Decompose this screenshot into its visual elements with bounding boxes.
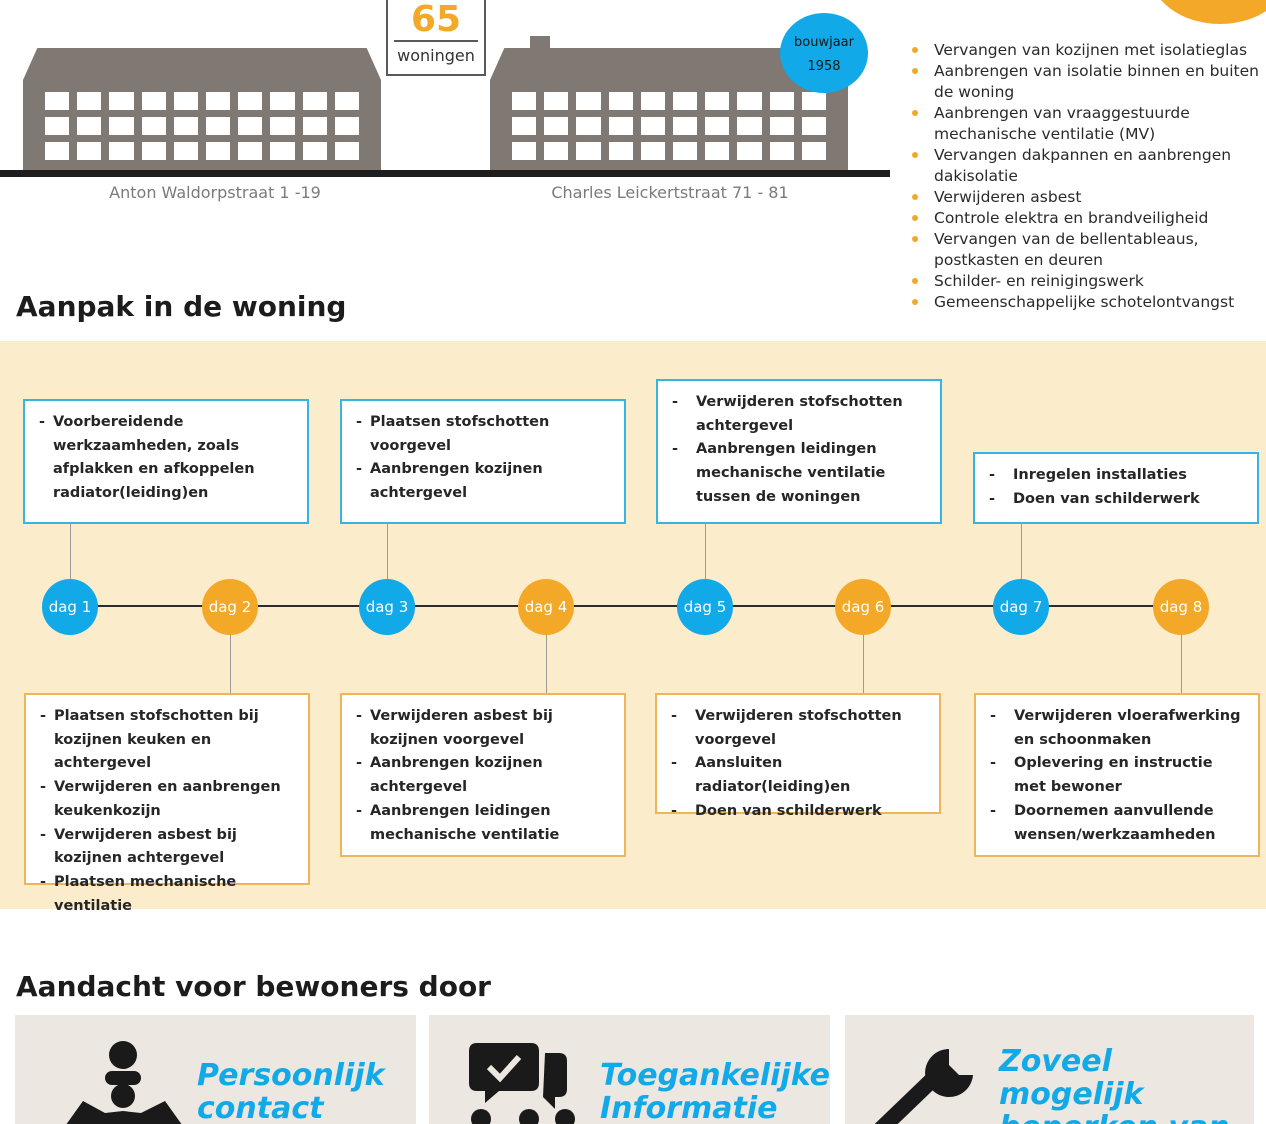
task-item: Verwijderen en aanbrengen keukenkozijn — [40, 776, 298, 823]
task-item: Doornemen aanvullende wensen/werkzaamhed… — [990, 800, 1248, 847]
task-item: Doen van schilderwerk — [671, 800, 929, 824]
task-item: Verwijderen asbest bij kozijnen achterge… — [40, 824, 298, 871]
housing-count-label: woningen — [397, 46, 475, 65]
measure-item: Aanbrengen van isolatie binnen en buiten… — [910, 61, 1262, 103]
card-title: Toegankelijke Informatie — [600, 1058, 830, 1124]
day-marker-4: dag 4 — [518, 579, 574, 635]
task-item: Aansluiten radiator(leiding)en — [671, 752, 929, 799]
measure-item: Schilder- en reinigingswerk — [910, 271, 1262, 292]
card-title: Persoonlijk contact — [197, 1058, 385, 1124]
build-year-badge: bouwjaar 1958 — [780, 13, 868, 93]
decorative-orange-circle — [1150, 0, 1266, 24]
task-item: Plaatsen stofschotten voorgevel — [356, 411, 614, 458]
task-item: Aanbrengen leidingen mechanische ventila… — [356, 800, 614, 847]
task-item: Doen van schilderwerk — [989, 488, 1247, 512]
task-item: Aanbrengen leidingen mechanische ventila… — [672, 438, 930, 509]
task-item: Aanbrengen kozijnen achtergevel — [356, 752, 614, 799]
day-7-tasks: Inregelen installaties Doen van schilder… — [973, 452, 1259, 524]
card-limit-nuisance: Zoveel mogelijk beperken van hinder — [845, 1015, 1254, 1124]
attention-heading: Aandacht voor bewoners door — [16, 970, 491, 1003]
measure-item: Aanbrengen van vraaggestuurde mechanisch… — [910, 103, 1262, 145]
measure-item: Gemeenschappelijke schotelontvangst — [910, 292, 1262, 313]
day-marker-2: dag 2 — [202, 579, 258, 635]
housing-count-box: 65 woningen — [386, 0, 486, 76]
timeline-line — [70, 605, 1182, 607]
task-item: Verwijderen vloerafwerking en schoonmake… — [990, 705, 1248, 752]
measure-item: Vervangen van kozijnen met isolatieglas — [910, 40, 1262, 61]
day-marker-1: dag 1 — [42, 579, 98, 635]
measure-item: Controle elektra en brandveiligheid — [910, 208, 1262, 229]
measure-item: Verwijderen asbest — [910, 187, 1262, 208]
day-2-tasks: Plaatsen stofschotten bij kozijnen keuke… — [24, 693, 310, 914]
wrench-icon — [875, 1049, 973, 1124]
day-8-tasks: Verwijderen vloerafwerking en schoonmake… — [974, 693, 1260, 857]
day-3-tasks: Plaatsen stofschotten voorgevel Aanbreng… — [340, 399, 626, 524]
task-item: Verwijderen stofschotten achtergevel — [672, 391, 930, 438]
housing-count: 65 — [410, 0, 462, 40]
task-item: Voorbereidende werkzaamheden, zoals afpl… — [39, 411, 297, 506]
measure-item: Vervangen van de bellentableaus, postkas… — [910, 229, 1262, 271]
build-year-label: bouwjaar — [794, 35, 854, 50]
measure-item: Vervangen dakpannen en aanbrengen dakiso… — [910, 145, 1262, 187]
building-windows — [45, 92, 359, 160]
day-5-tasks: Verwijderen stofschotten achtergevel Aan… — [656, 379, 942, 524]
task-item: Oplevering en instructie met bewoner — [990, 752, 1248, 799]
street-label-right: Charles Leickertstraat 71 - 81 — [551, 183, 789, 202]
card-accessible-information: Toegankelijke Informatie — [429, 1015, 830, 1124]
approach-heading: Aanpak in de woning — [16, 290, 347, 323]
build-year-value: 1958 — [807, 59, 841, 74]
measures-list: Vervangen van kozijnen met isolatieglas … — [910, 40, 1262, 313]
task-item: Plaatsen mechanische ventilatie — [40, 871, 298, 918]
chat-check-icon — [469, 1043, 575, 1124]
day-4-tasks: Verwijderen asbest bij kozijnen voorgeve… — [340, 693, 626, 857]
task-item: Verwijderen asbest bij kozijnen voorgeve… — [356, 705, 614, 752]
day-marker-8: dag 8 — [1153, 579, 1209, 635]
building-left-illustration — [23, 48, 381, 170]
day-marker-7: dag 7 — [993, 579, 1049, 635]
card-personal-contact: Persoonlijk contact — [15, 1015, 416, 1124]
day-marker-5: dag 5 — [677, 579, 733, 635]
task-item: Inregelen installaties — [989, 464, 1247, 488]
people-icon — [66, 1041, 182, 1124]
street-label-left: Anton Waldorpstraat 1 -19 — [109, 183, 321, 202]
day-marker-3: dag 3 — [359, 579, 415, 635]
card-title: Zoveel mogelijk beperken van hinder — [999, 1044, 1230, 1124]
day-6-tasks: Verwijderen stofschotten voorgevel Aansl… — [655, 693, 941, 823]
task-item: Aanbrengen kozijnen achtergevel — [356, 458, 614, 505]
ground-line — [0, 170, 890, 177]
day-marker-6: dag 6 — [835, 579, 891, 635]
task-item: Plaatsen stofschotten bij kozijnen keuke… — [40, 705, 298, 776]
task-item: Verwijderen stofschotten voorgevel — [671, 705, 929, 752]
building-windows — [512, 92, 826, 160]
day-1-tasks: Voorbereidende werkzaamheden, zoals afpl… — [23, 399, 309, 524]
